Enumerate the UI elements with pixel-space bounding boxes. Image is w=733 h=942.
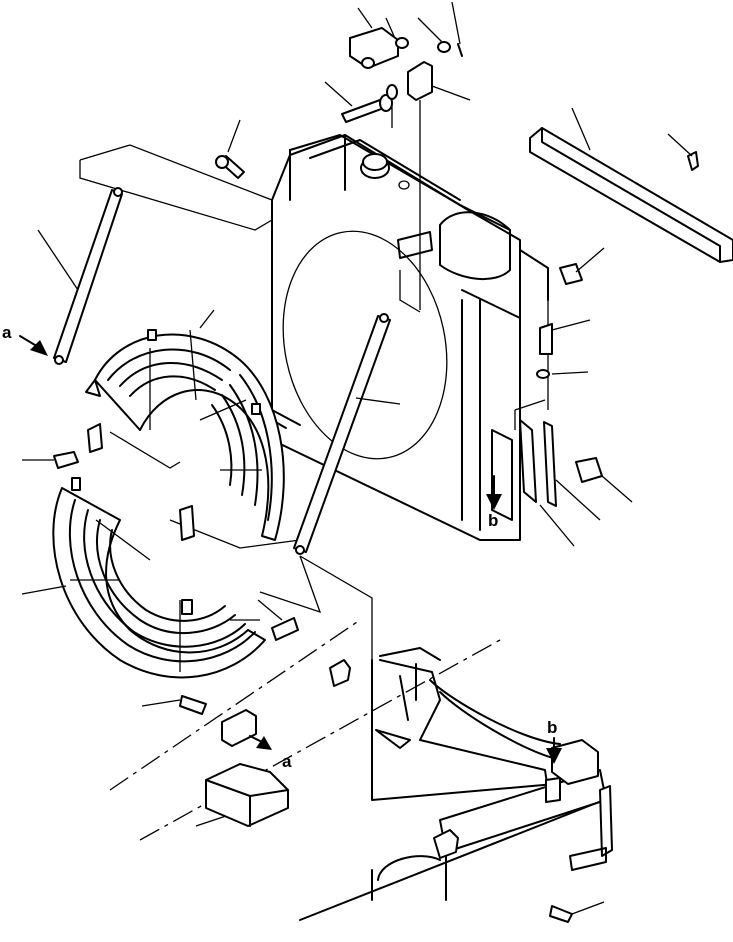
callout-letter: a bbox=[2, 323, 12, 342]
callout-letter: a bbox=[282, 752, 292, 771]
callout-a-left: a bbox=[2, 323, 48, 356]
radiator bbox=[271, 134, 549, 541]
upper-fan-guard bbox=[85, 309, 285, 541]
spring-washer bbox=[386, 84, 398, 128]
rubber-mount bbox=[195, 763, 289, 827]
bracket-plate bbox=[349, 7, 399, 69]
side-plate bbox=[87, 419, 601, 547]
radiator-cap bbox=[360, 153, 410, 190]
callout-b-right: b bbox=[486, 475, 502, 530]
stay-rod-left bbox=[37, 187, 123, 365]
callout-a-bottom: a bbox=[249, 735, 292, 771]
lower-fan-guard bbox=[21, 477, 266, 679]
mounting-bolt bbox=[22, 119, 633, 923]
assembly-lines bbox=[79, 100, 549, 841]
radiator-hose-guard bbox=[529, 107, 733, 263]
callout-letter: b bbox=[488, 511, 498, 530]
stay-rod-right bbox=[293, 313, 401, 555]
pin-bolt bbox=[324, 81, 393, 123]
callout-letter: b bbox=[547, 718, 557, 737]
bolt-top bbox=[451, 1, 463, 57]
washer bbox=[361, 17, 451, 69]
frame bbox=[229, 647, 613, 921]
support-bracket bbox=[221, 659, 599, 859]
fan-shroud-bracket bbox=[407, 61, 471, 101]
callout-b-bottom: b bbox=[546, 718, 562, 764]
